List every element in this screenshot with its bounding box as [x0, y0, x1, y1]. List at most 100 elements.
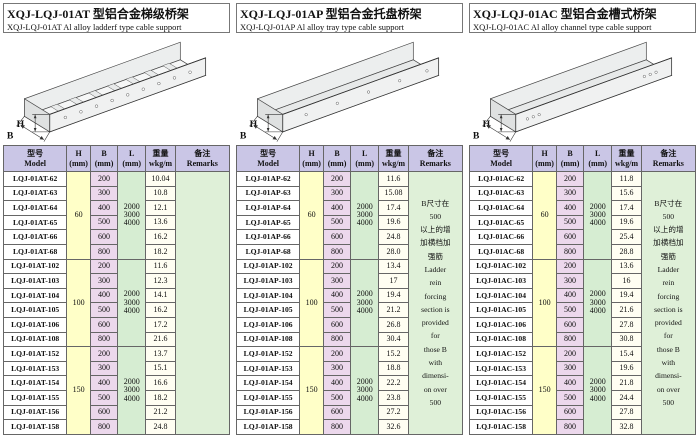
weight-cell: 15.4: [611, 346, 642, 362]
header-remarks-en: Remarks: [652, 158, 684, 168]
weight-cell: 11.6: [378, 171, 409, 187]
arrow-down-icon: [33, 127, 37, 132]
arrow-b1-icon: [505, 135, 510, 140]
model-cell: LQJ-01AC-106: [468, 316, 534, 333]
rail-holes: [304, 69, 429, 117]
panel-channel: XQJ-LQJ-01AC 型铝合金槽式桥架 XQJ-LQJ-01AC Al al…: [466, 0, 699, 444]
length-cell: 2000 3000 4000: [350, 258, 380, 348]
weight-cell: 19.6: [611, 360, 642, 377]
model-cell: LQJ-01AC-103: [468, 273, 534, 289]
weight-cell: 18.2: [145, 243, 176, 260]
width-cell: 200: [555, 171, 585, 187]
model-cell: LQJ-01AC-158: [468, 419, 534, 435]
weight-cell: 28.0: [378, 243, 409, 260]
header-b-zh: B: [101, 149, 107, 159]
model-cell: LQJ-01AP-104: [235, 287, 301, 304]
width-cell: 600: [89, 229, 119, 245]
width-cell: 800: [322, 419, 352, 435]
height-cell: 150: [532, 346, 557, 435]
weight-cell: 15.6: [611, 185, 642, 202]
length-cell: 2000 3000 4000: [117, 258, 147, 348]
weight-cell: 12.3: [145, 273, 176, 289]
arrow-b2-icon: [486, 125, 491, 129]
panel-title-block: XQJ-LQJ-01AC 型铝合金槽式桥架 XQJ-LQJ-01AC Al al…: [469, 3, 696, 33]
panel-title-block: XQJ-LQJ-01AP 型铝合金托盘桥架 XQJ-LQJ-01AP Al al…: [236, 3, 463, 33]
model-cell: LQJ-01AT-63: [2, 185, 68, 202]
model-cell: LQJ-01AP-68: [235, 243, 301, 260]
header-h: H(mm): [532, 145, 557, 172]
panel-title: XQJ-LQJ-01AP 型铝合金托盘桥架: [240, 7, 422, 21]
model-cell: LQJ-01AC-152: [468, 346, 534, 362]
weight-cell: 13.4: [378, 258, 409, 275]
model-cell: LQJ-01AC-63: [468, 185, 534, 202]
rail-holes: [63, 70, 192, 120]
model-cell: LQJ-01AT-108: [2, 331, 68, 348]
header-b-zh: B: [567, 149, 573, 159]
header-h-en: (mm): [535, 158, 554, 168]
width-cell: 500: [322, 214, 352, 231]
model-cell: LQJ-01AT-105: [2, 302, 68, 318]
width-cell: 800: [555, 419, 585, 435]
remark-cell: B尺寸在 500 以上的增 加横档加 强筋 Ladder rein forcin…: [640, 171, 697, 435]
weight-cell: 24.4: [611, 389, 642, 406]
model-cell: LQJ-01AT-106: [2, 316, 68, 333]
width-cell: 500: [555, 389, 585, 406]
header-model-zh: 型号: [27, 149, 44, 159]
width-cell: 600: [555, 229, 585, 245]
weight-cell: 17.4: [378, 200, 409, 216]
arrow-up-icon: [33, 114, 37, 119]
weight-cell: 27.2: [378, 404, 409, 421]
width-cell: 500: [89, 389, 119, 406]
width-cell: 500: [322, 302, 352, 318]
width-cell: 600: [322, 229, 352, 245]
header-weight-en: wkg/m: [381, 158, 406, 168]
weight-cell: 30.8: [611, 331, 642, 348]
model-cell: LQJ-01AT-68: [2, 243, 68, 260]
width-cell: 500: [89, 302, 119, 318]
panel-title: XQJ-LQJ-01AT 型铝合金梯级桥架: [7, 7, 189, 21]
h-dimension-label: H: [483, 119, 491, 130]
remark-cell: [174, 171, 231, 435]
width-cell: 400: [89, 375, 119, 391]
width-cell: 400: [555, 375, 585, 391]
model-cell: LQJ-01AC-154: [468, 375, 534, 391]
width-cell: 600: [555, 404, 585, 421]
arrow-b2-icon: [20, 125, 25, 129]
weight-cell: 22.2: [378, 375, 409, 391]
header-b-en: (mm): [94, 158, 114, 168]
width-cell: 200: [89, 171, 119, 187]
model-cell: LQJ-01AP-103: [235, 273, 301, 289]
width-cell: 400: [322, 287, 352, 304]
model-cell: LQJ-01AC-102: [468, 258, 534, 275]
width-cell: 400: [322, 375, 352, 391]
weight-cell: 27.8: [611, 316, 642, 333]
model-cell: LQJ-01AP-154: [235, 375, 301, 391]
weight-cell: 18.8: [378, 360, 409, 377]
model-cell: LQJ-01AT-62: [2, 171, 68, 187]
width-cell: 800: [555, 331, 585, 348]
header-remarks-zh: 备注: [427, 149, 444, 159]
model-cell: LQJ-01AP-106: [235, 316, 301, 333]
model-cell: LQJ-01AP-102: [235, 258, 301, 275]
length-cell: 2000 3000 4000: [583, 171, 613, 260]
header-l: L(mm): [583, 145, 613, 172]
b-dimension-line: [16, 116, 51, 142]
width-cell: 800: [89, 331, 119, 348]
